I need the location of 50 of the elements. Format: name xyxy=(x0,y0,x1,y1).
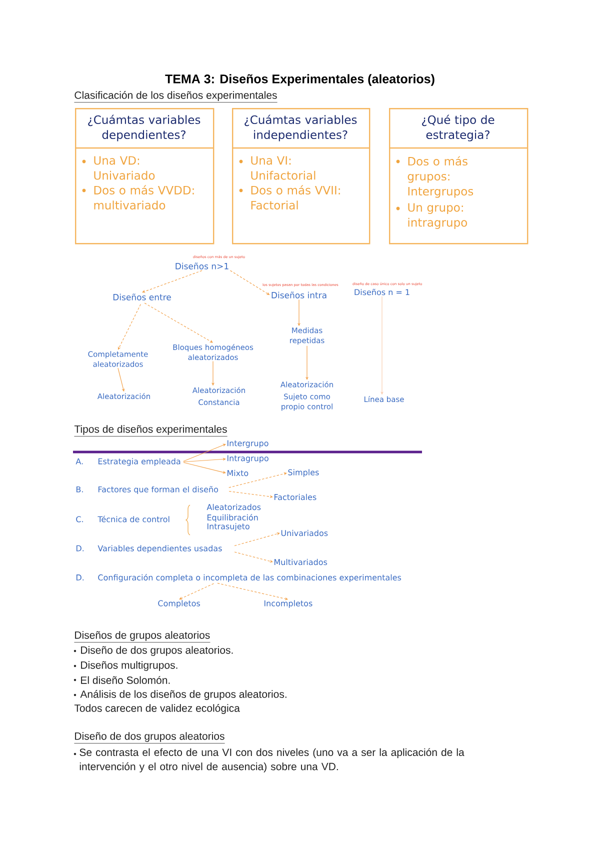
option-label: Multivariados xyxy=(274,558,328,566)
arrow xyxy=(183,444,226,462)
option-label: Incompletos xyxy=(264,600,312,608)
tree-label: Diseños n = 1 xyxy=(354,288,410,296)
arrow xyxy=(183,458,226,462)
section-heading: Diseño de dos grupos aleatorios xyxy=(74,732,225,744)
tree-label: Diseños n>1 xyxy=(176,262,228,270)
list-item: Dos o más VVII: Factorial xyxy=(251,185,340,210)
arrow xyxy=(228,472,287,488)
list-item: Análisis de los diseños de grupos aleatorios. xyxy=(80,690,286,700)
tree-label: Diseños entre xyxy=(113,294,171,300)
list-item: Dos o más VVDD: multivariado xyxy=(94,185,194,210)
arrow xyxy=(144,302,213,343)
box-heading: ¿Cuámtas variables dependientes? xyxy=(88,114,200,142)
list-item: Una VD: Univariado xyxy=(94,156,155,180)
option-label: Mixto xyxy=(227,470,248,476)
option-label: Intergrupo xyxy=(227,440,268,448)
option-label: Simples xyxy=(288,469,319,477)
arrow xyxy=(179,583,214,600)
box-heading: ¿Qué tipo de estrategia? xyxy=(422,114,494,142)
list-item: D. Configuración completa o incompleta de las combinaciones experimentales xyxy=(76,574,402,582)
option-label: Completos xyxy=(158,600,200,608)
title: TEMA 3: Diseños Experimentales (aleatorios) xyxy=(165,74,434,86)
list-item: Dos o más grupos: Intergrupos xyxy=(408,156,474,198)
option-label: Intrasujeto xyxy=(207,523,250,531)
tree-label: Diseños intra xyxy=(272,292,326,298)
arrow xyxy=(183,462,226,474)
section-heading: Tipos de diseños experimentales xyxy=(74,425,228,436)
list-item: C. Técnica de control xyxy=(76,516,170,522)
option-label: Equilibración xyxy=(207,514,258,522)
section-heading: Clasificación de los diseños experimentales xyxy=(74,91,278,103)
list-item: Diseños multigrupos. xyxy=(81,661,178,671)
list-item: Una VI: Unifactorial xyxy=(251,156,316,180)
paragraph: Se contrasta el efecto de una VI con dos niveles (uno va a ser la aplicación de la intervención y el otro nivel de ausencia) sobre una VD. xyxy=(80,748,464,772)
list-item: D. Variables dependientes usadas xyxy=(76,545,222,553)
box-heading: ¿Cuámtas variables independientes? xyxy=(244,114,357,142)
list-item: El diseño Solomón. xyxy=(81,676,170,684)
arrow xyxy=(142,270,202,293)
arrow xyxy=(118,304,141,350)
arrow xyxy=(234,532,280,546)
option-label: Factoriales xyxy=(274,494,316,500)
list-item: A. Estrategia empleada xyxy=(76,458,180,466)
option-label: Aleatorizados xyxy=(206,504,261,510)
option-label: Univariados xyxy=(281,530,328,536)
list-item: Un grupo: intragrupo xyxy=(408,203,467,229)
list-item: B. Factores que forman el diseño xyxy=(76,486,218,494)
option-label: Intragrupo xyxy=(227,455,268,463)
list-item: Diseño de dos grupos aleatorios. xyxy=(81,646,233,656)
note-text: Todos carecen de validez ecológica xyxy=(74,704,240,714)
section-heading: Diseños de grupos aleatorios xyxy=(74,631,210,642)
